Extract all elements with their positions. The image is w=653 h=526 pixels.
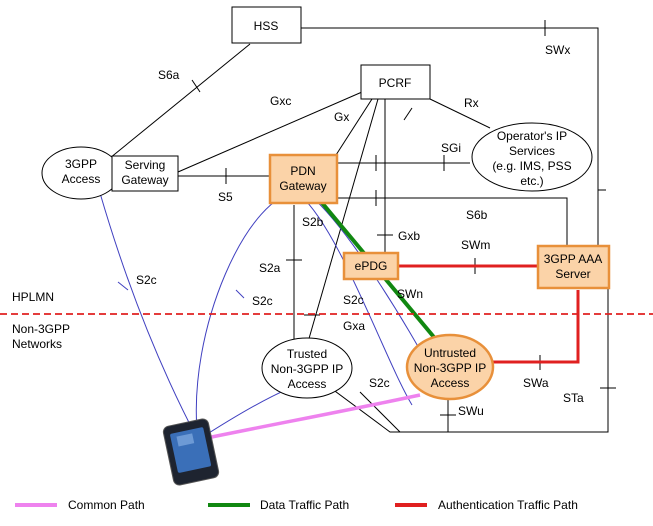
- operator-ip-node: [471, 122, 593, 192]
- gx-label: Gx: [334, 110, 349, 124]
- s2c-epdg-link: [299, 194, 413, 406]
- rx-label: Rx: [464, 96, 479, 110]
- operator-ip-line4: etc.): [520, 174, 543, 188]
- s2c-pdn-link: [195, 191, 301, 441]
- trusted-line2: Non-3GPP IP: [271, 362, 343, 376]
- s2c-3gpp-link: [99, 192, 199, 441]
- s2c-epdg-label: S2c: [343, 293, 364, 307]
- hss-node: [231, 6, 302, 44]
- operator-ip-line3: (e.g. IMS, PSS: [492, 159, 571, 173]
- pdn-gateway-node: [268, 153, 339, 205]
- s2c-mid-label: S2c: [252, 294, 273, 308]
- swx-link: [301, 27, 599, 245]
- sta-label: STa: [563, 391, 584, 405]
- legend-auth-label: Authentication Traffic Path: [438, 498, 578, 512]
- untrusted-line1: Untrusted: [424, 346, 476, 360]
- sta-link: [359, 288, 609, 433]
- aaa-server-line2: Server: [555, 267, 590, 281]
- pdn-gateway-line2: Gateway: [279, 179, 326, 193]
- epdg-node: [342, 251, 400, 281]
- s6a-label: S6a: [158, 68, 180, 82]
- pcrf-label: PCRF: [379, 76, 412, 90]
- rx-link: [429, 98, 491, 129]
- swa-auth-path: [492, 290, 580, 364]
- pdn-gateway-line1: PDN: [290, 164, 315, 178]
- s6b-link: [338, 197, 568, 245]
- sgi-label: SGi: [441, 141, 461, 155]
- trusted-line3: Access: [288, 377, 327, 391]
- s2c-left-label: S2c: [136, 273, 157, 287]
- untrusted-line3: Access: [431, 376, 470, 390]
- gxc-link: [177, 91, 363, 173]
- pcrf-node: [360, 64, 431, 100]
- gxa-link: [307, 98, 379, 343]
- hplmn-label: HPLMN: [12, 290, 54, 304]
- swx-label: SWx: [545, 43, 570, 57]
- blue-ticks: [117, 281, 245, 299]
- s2a-label: S2a: [259, 261, 281, 275]
- common-path: [196, 393, 421, 442]
- swm-label: SWm: [461, 238, 490, 252]
- gxa-label: Gxa: [343, 319, 365, 333]
- swa-label: SWa: [523, 376, 549, 390]
- non3gpp-line1: Non-3GPP: [12, 322, 70, 336]
- hss-label: HSS: [254, 19, 279, 33]
- untrusted-line2: Non-3GPP IP: [414, 361, 486, 375]
- trusted-line1: Trusted: [287, 347, 327, 361]
- s2b-label: S2b: [302, 215, 324, 229]
- s6a-link: [109, 43, 251, 159]
- swn-label: SWn: [397, 287, 423, 301]
- smartphone-icon: [162, 418, 220, 486]
- swu-label: SWu: [458, 404, 484, 418]
- gx-link: [335, 98, 373, 156]
- serving-gateway-line2: Gateway: [121, 173, 168, 187]
- black-connectors: [109, 27, 609, 433]
- access-3gpp-line2: Access: [62, 172, 101, 186]
- serving-gateway-node: [111, 155, 179, 192]
- epdg-label: ePDG: [355, 259, 388, 273]
- access-3gpp-line1: 3GPP: [65, 157, 97, 171]
- legend-data-label: Data Traffic Path: [260, 498, 349, 512]
- s6b-label: S6b: [466, 208, 488, 222]
- gxb-label: Gxb: [398, 229, 420, 243]
- legend: Common Path Data Traffic Path Authentica…: [15, 498, 578, 512]
- aaa-server-node: [536, 244, 611, 290]
- trusted-access-node: [261, 337, 353, 399]
- s5-label: S5: [218, 190, 233, 204]
- untrusted-access-node: [405, 333, 495, 401]
- serving-gateway-line1: Serving: [125, 158, 166, 172]
- gxc-label: Gxc: [270, 94, 291, 108]
- operator-ip-line2: Services: [509, 144, 555, 158]
- operator-ip-line1: Operator's IP: [497, 129, 567, 143]
- interface-ticks: [191, 20, 616, 416]
- non3gpp-line2: Networks: [12, 337, 62, 351]
- s2c-low-label: S2c: [369, 376, 390, 390]
- aaa-server-line1: 3GPP AAA: [544, 252, 602, 266]
- legend-common-label: Common Path: [68, 498, 145, 512]
